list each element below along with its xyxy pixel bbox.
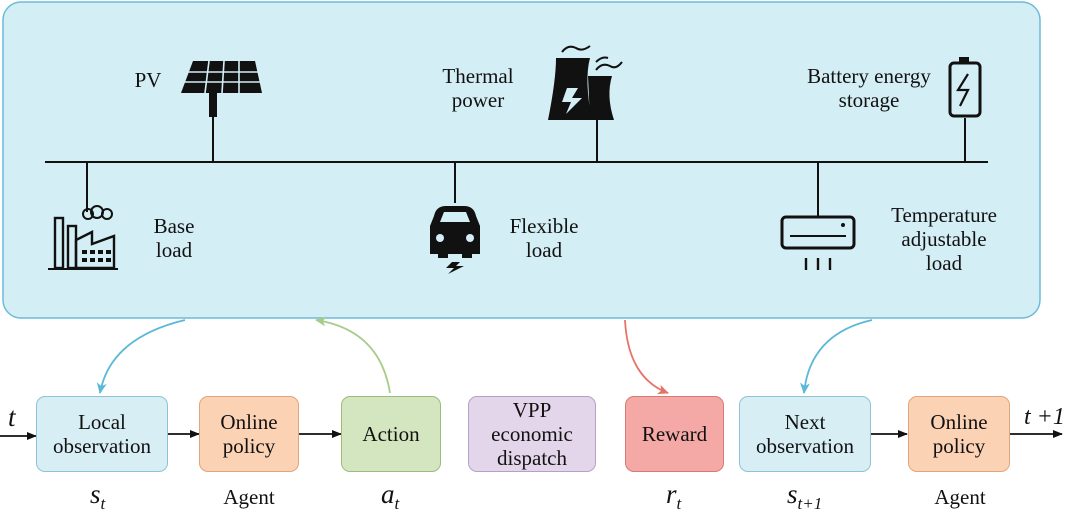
flow-arrows <box>0 430 1063 440</box>
t-end-label: t +1 <box>1024 404 1065 430</box>
symbol-s-t-plus-1: st+1 <box>787 479 823 513</box>
pv-label: PV <box>134 68 162 92</box>
next-observe-arrow <box>800 319 873 394</box>
power-plant-icon <box>548 45 623 120</box>
symbol-r-t: rt <box>666 479 682 513</box>
symbol-a-t: at <box>381 479 400 513</box>
solar-panel-icon <box>181 60 262 117</box>
agent-label-1: Agent <box>223 485 275 509</box>
symbol-s-t: st <box>90 479 106 513</box>
action-arrow <box>315 316 391 394</box>
observe-arrow <box>96 319 186 394</box>
t-start-label: t <box>8 402 16 432</box>
factory-icon <box>48 205 118 270</box>
air-conditioner-icon <box>780 215 856 270</box>
reward-arrow <box>624 319 669 395</box>
action-box: Action <box>341 396 441 472</box>
electric-car-icon <box>430 206 480 274</box>
reward-box: Reward <box>625 396 724 472</box>
battery-icon <box>948 57 982 118</box>
agent-label-2: Agent <box>934 485 986 509</box>
